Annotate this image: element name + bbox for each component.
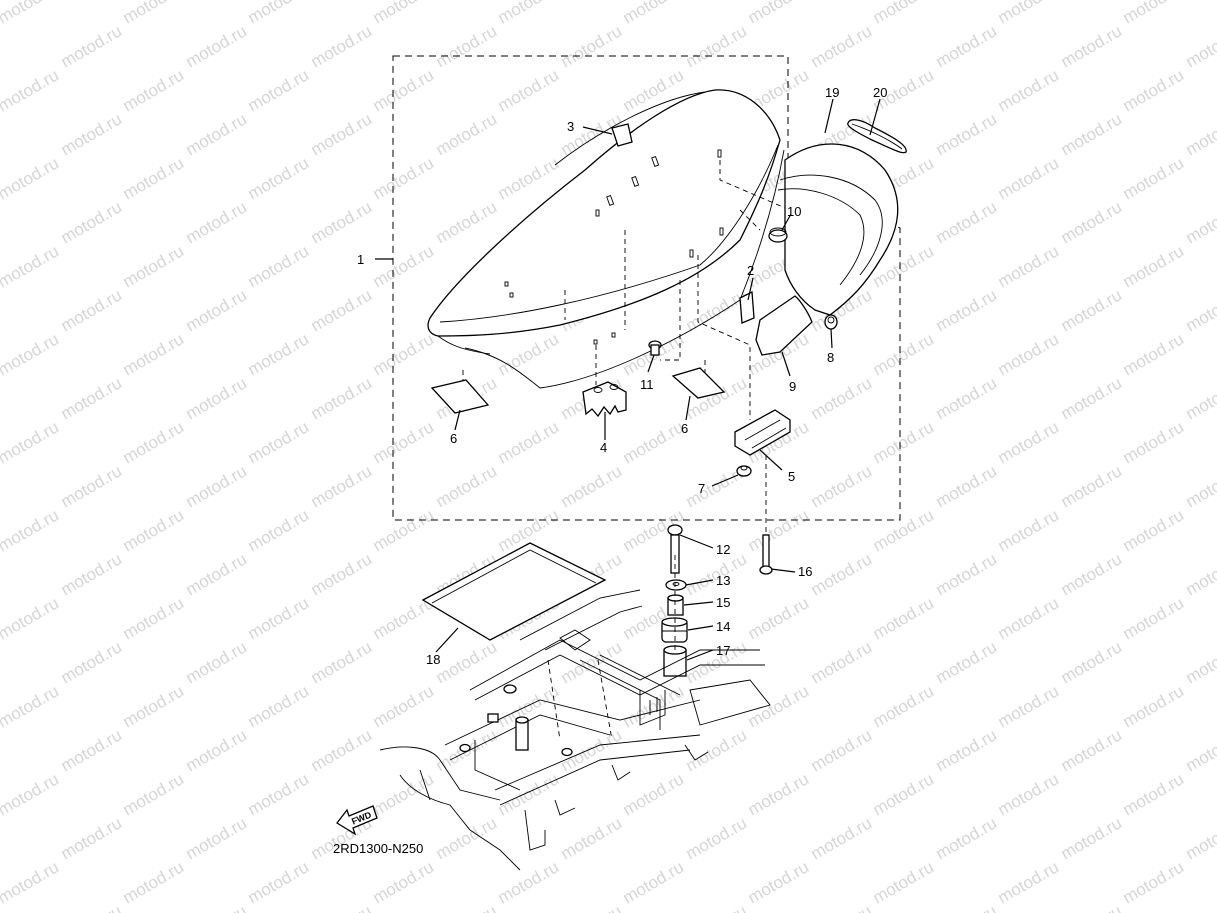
seat-lock-5 [734, 409, 791, 456]
callout-3: 3 [567, 119, 574, 134]
frame-centerline [547, 659, 613, 741]
diagram-code: 2RD1300-N250 [333, 841, 423, 856]
tail-cover [777, 119, 907, 316]
callout-8: 8 [827, 350, 834, 365]
frame [379, 589, 771, 871]
callout-13: 13 [716, 573, 730, 588]
nut-8 [824, 314, 838, 330]
callout-16: 16 [798, 564, 812, 579]
callout-6-right: 6 [681, 421, 688, 436]
bracket-9 [755, 295, 813, 356]
bolt-11 [648, 340, 662, 356]
pad-6-left [430, 379, 490, 414]
callout-5: 5 [788, 469, 795, 484]
grommet-10 [768, 227, 788, 243]
callout-2: 2 [747, 263, 754, 278]
callout-17: 17 [716, 643, 730, 658]
pocket-18 [421, 542, 607, 641]
callout-12: 12 [716, 542, 730, 557]
seat-body [427, 89, 791, 420]
bolt-16 [759, 534, 773, 575]
callout-15: 15 [716, 595, 730, 610]
callout-9: 9 [789, 379, 796, 394]
leader-lines [375, 98, 881, 661]
damper-14 [661, 617, 688, 643]
callout-20: 20 [873, 85, 887, 100]
collar-15 [667, 594, 684, 616]
callout-7: 7 [698, 481, 705, 496]
callout-10: 10 [787, 204, 801, 219]
pad-6-right [671, 367, 726, 399]
collar-17 [663, 645, 687, 677]
callout-6-left: 6 [450, 431, 457, 446]
washer-7 [736, 465, 752, 477]
fwd-arrow-icon: FWD [336, 805, 378, 836]
callout-labels: 1 2 3 4 5 6 6 7 8 9 10 11 12 13 14 15 16… [357, 85, 887, 667]
callout-19: 19 [825, 85, 839, 100]
callout-1: 1 [357, 252, 364, 267]
callout-18: 18 [426, 652, 440, 667]
callout-11: 11 [640, 377, 654, 392]
assembly-boundary [392, 55, 901, 521]
hook-2 [739, 290, 755, 324]
washer-13 [665, 579, 687, 591]
callout-4: 4 [600, 440, 607, 455]
callout-14: 14 [716, 619, 730, 634]
